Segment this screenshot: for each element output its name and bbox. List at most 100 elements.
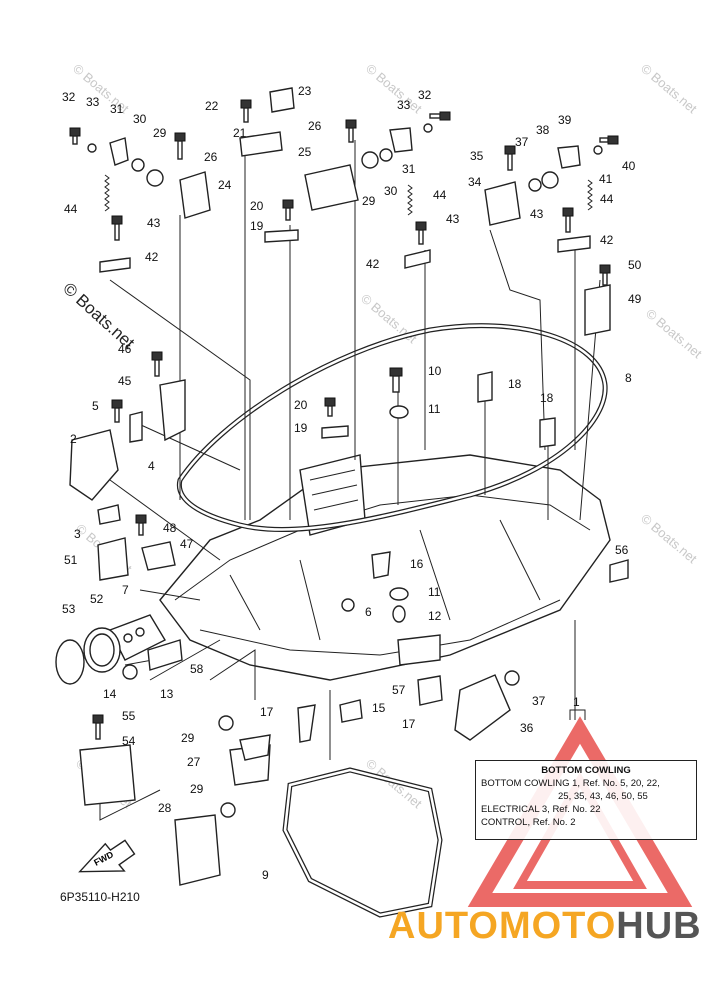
callout-labels: 1 2 3 4 5 6 7 8 9 10 11 11 12 13 14 15 1…	[62, 84, 642, 882]
callout-11b: 11	[428, 585, 441, 599]
legend-line: ELECTRICAL 3, Ref. No. 22	[481, 804, 601, 815]
watermark-text: © Boats.net	[638, 511, 700, 567]
callout-31b: 31	[402, 162, 416, 176]
watermark-text: © Boats.net	[363, 61, 425, 117]
callout-30b: 30	[384, 184, 398, 198]
callout-53: 53	[62, 602, 76, 616]
brand-part-2: HUB	[616, 905, 702, 947]
callout-17b: 17	[402, 717, 416, 731]
callout-34: 34	[468, 175, 482, 189]
callout-18b: 18	[540, 391, 554, 405]
brand-part-1: AUTOMOTO	[388, 905, 617, 947]
callout-51: 51	[64, 553, 78, 567]
spring-icon	[104, 174, 593, 216]
callout-3: 3	[74, 527, 81, 541]
callout-43: 43	[147, 216, 161, 230]
callout-50: 50	[628, 258, 642, 272]
callout-30: 30	[133, 112, 147, 126]
electrical-connector	[55, 614, 183, 685]
callout-43c: 43	[530, 207, 544, 221]
callout-20: 20	[250, 199, 264, 213]
brand-wordmark: AUTOMOTOHUB	[388, 905, 702, 948]
watermark-text: © Boats.net	[643, 306, 705, 362]
callout-41: 41	[599, 172, 613, 186]
callout-42c: 42	[600, 233, 614, 247]
legend-line: BOTTOM COWLING 1, Ref. No. 5, 20, 22,	[481, 778, 660, 789]
leader-lines	[99, 140, 601, 821]
callout-9: 9	[262, 868, 269, 882]
callout-29c: 29	[181, 731, 195, 745]
callout-24: 24	[218, 178, 232, 192]
callout-16: 16	[410, 557, 424, 571]
callout-6: 6	[365, 605, 372, 619]
callout-19: 19	[250, 219, 264, 233]
callout-21: 21	[233, 126, 247, 140]
bracket-icon	[69, 87, 629, 886]
callout-38: 38	[536, 123, 550, 137]
watermark-text: © Boats.net	[638, 61, 700, 117]
callout-27: 27	[187, 755, 201, 769]
callout-26b: 26	[308, 119, 322, 133]
callout-42b: 42	[366, 257, 380, 271]
callout-14: 14	[103, 687, 117, 701]
callout-46: 46	[118, 342, 132, 356]
callout-2: 2	[70, 432, 77, 446]
callout-13: 13	[160, 687, 174, 701]
callout-17: 17	[260, 705, 274, 719]
callout-44: 44	[64, 202, 78, 216]
forward-arrow-icon: FWD	[78, 839, 136, 873]
callout-57: 57	[392, 683, 406, 697]
callout-23: 23	[298, 84, 312, 98]
legend-title: BOTTOM COWLING	[541, 765, 631, 776]
callout-4: 4	[148, 459, 155, 473]
callout-47: 47	[180, 537, 194, 551]
callout-31: 31	[110, 102, 124, 116]
callout-37b: 37	[515, 135, 529, 149]
callout-29d: 29	[190, 782, 204, 796]
callout-52: 52	[90, 592, 104, 606]
callout-11: 11	[428, 402, 441, 416]
callout-42: 42	[145, 250, 159, 264]
callout-bracket	[569, 709, 586, 720]
legend-box: BOTTOM COWLING BOTTOM COWLING 1, Ref. No…	[475, 760, 697, 840]
bolt-icon	[69, 99, 619, 740]
callout-32: 32	[62, 90, 76, 104]
callout-29b: 29	[362, 194, 376, 208]
callout-40: 40	[622, 159, 636, 173]
callout-36: 36	[520, 721, 534, 735]
callout-32b: 32	[418, 88, 432, 102]
callout-44c: 44	[600, 192, 614, 206]
callout-18: 18	[508, 377, 522, 391]
callout-44b: 44	[433, 188, 447, 202]
callout-5: 5	[92, 399, 99, 413]
callout-35: 35	[470, 149, 484, 163]
legend-line: CONTROL, Ref. No. 2	[481, 817, 576, 828]
callout-29: 29	[153, 126, 167, 140]
callout-55: 55	[122, 709, 136, 723]
callout-8: 8	[625, 371, 632, 385]
callout-33: 33	[86, 95, 100, 109]
callout-22: 22	[205, 99, 219, 113]
callout-25: 25	[298, 145, 312, 159]
callout-12: 12	[428, 609, 442, 623]
callout-54: 54	[122, 734, 136, 748]
callout-39: 39	[558, 113, 572, 127]
callout-49: 49	[628, 292, 642, 306]
callout-1: 1	[573, 695, 580, 709]
callout-19b: 19	[294, 421, 308, 435]
callout-43b: 43	[446, 212, 460, 226]
callout-48: 48	[163, 521, 177, 535]
diagram-code: 6P35110-H210	[60, 890, 140, 904]
callout-15: 15	[372, 701, 386, 715]
callout-45: 45	[118, 374, 132, 388]
callout-58: 58	[190, 662, 204, 676]
callout-56: 56	[615, 543, 629, 557]
callout-26: 26	[204, 150, 218, 164]
callout-20b: 20	[294, 398, 308, 412]
callout-37: 37	[532, 694, 546, 708]
legend-line: 25, 35, 43, 46, 50, 55	[558, 791, 648, 802]
callout-28: 28	[158, 801, 172, 815]
grommet-icon	[87, 123, 603, 818]
callout-7: 7	[122, 583, 129, 597]
